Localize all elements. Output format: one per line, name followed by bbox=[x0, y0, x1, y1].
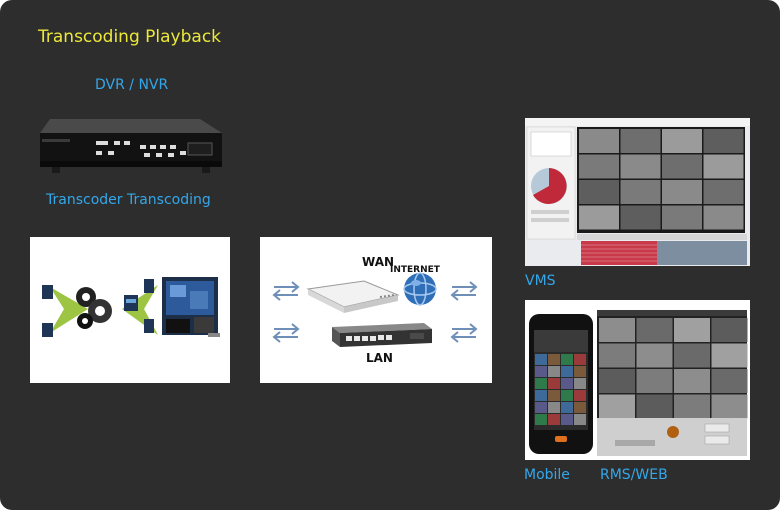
page-title: Transcoding Playback bbox=[38, 27, 222, 47]
transcoder-label: Transcoder Transcoding bbox=[46, 192, 211, 208]
wan-label: WAN bbox=[362, 255, 395, 269]
vms-screenshot-image bbox=[525, 118, 750, 266]
internet-label: INTERNET bbox=[390, 265, 440, 275]
vms-label: VMS bbox=[525, 273, 556, 289]
mobile-rms-screenshot-image bbox=[525, 300, 750, 460]
rms-web-label: RMS/WEB bbox=[600, 467, 668, 483]
dvr-device-image bbox=[36, 117, 224, 179]
mobile-label: Mobile bbox=[524, 467, 570, 483]
dvr-nvr-label: DVR / NVR bbox=[95, 77, 169, 93]
network-diagram-image: WAN INTERNET LAN bbox=[260, 237, 492, 383]
lan-label: LAN bbox=[366, 351, 393, 365]
transcoder-diagram-image bbox=[30, 237, 230, 383]
